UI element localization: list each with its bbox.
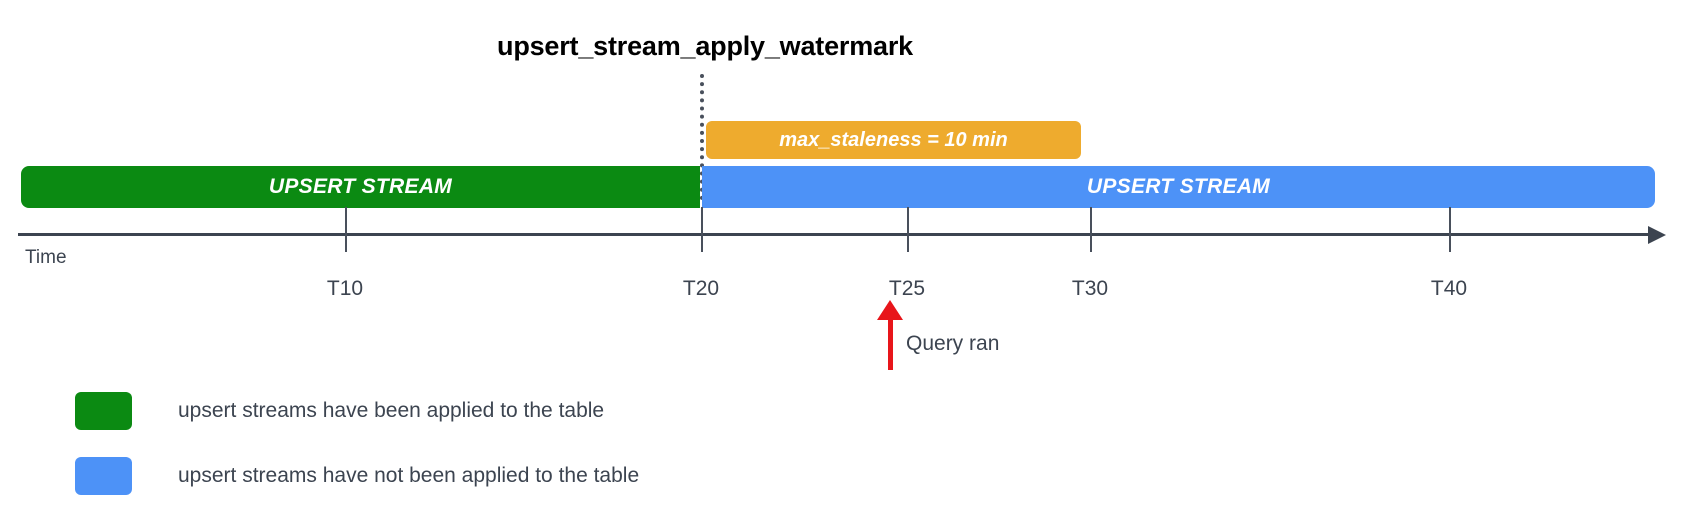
upsert-stream-pending-label: UPSERT STREAM: [1086, 175, 1271, 198]
tick-label-t10: T10: [326, 277, 364, 300]
query-ran-arrow-shaft: [888, 312, 893, 370]
tick-mark-t30: [1090, 207, 1092, 252]
query-ran-arrow-icon: [877, 300, 903, 320]
diagram-title: upsert_stream_apply_watermark: [497, 31, 913, 61]
tick-label-t20: T20: [682, 277, 720, 300]
max-staleness-label: max_staleness = 10 min: [779, 128, 1008, 151]
tick-mark-t25: [907, 207, 909, 252]
tick-label-t25: T25: [888, 277, 926, 300]
time-axis-label: Time: [25, 247, 67, 268]
time-axis-arrow-icon: [1648, 226, 1666, 244]
tick-mark-t10: [345, 207, 347, 252]
tick-mark-t40: [1449, 207, 1451, 252]
legend-swatch-applied-icon: [75, 391, 132, 430]
legend-item-pending: upsert streams have not been applied to …: [75, 454, 639, 497]
legend-label-pending: upsert streams have not been applied to …: [178, 463, 640, 487]
query-ran-label: Query ran: [906, 332, 1000, 355]
legend-swatch-pending-icon: [75, 456, 132, 495]
legend: upsert streams have been applied to the …: [75, 389, 639, 519]
upsert-stream-applied-label: UPSERT STREAM: [268, 175, 453, 198]
time-axis-line: [18, 233, 1652, 236]
legend-item-applied: upsert streams have been applied to the …: [75, 389, 639, 432]
tick-mark-t20: [701, 207, 703, 252]
max-staleness-bar: max_staleness = 10 min: [706, 121, 1081, 159]
upsert-stream-applied-bar: UPSERT STREAM: [21, 166, 700, 208]
legend-label-applied: upsert streams have been applied to the …: [178, 398, 605, 422]
tick-label-t30: T30: [1071, 277, 1109, 300]
upsert-stream-pending-bar: UPSERT STREAM: [702, 166, 1655, 208]
watermark-dashed-line: [700, 74, 704, 200]
tick-label-t40: T40: [1430, 277, 1468, 300]
